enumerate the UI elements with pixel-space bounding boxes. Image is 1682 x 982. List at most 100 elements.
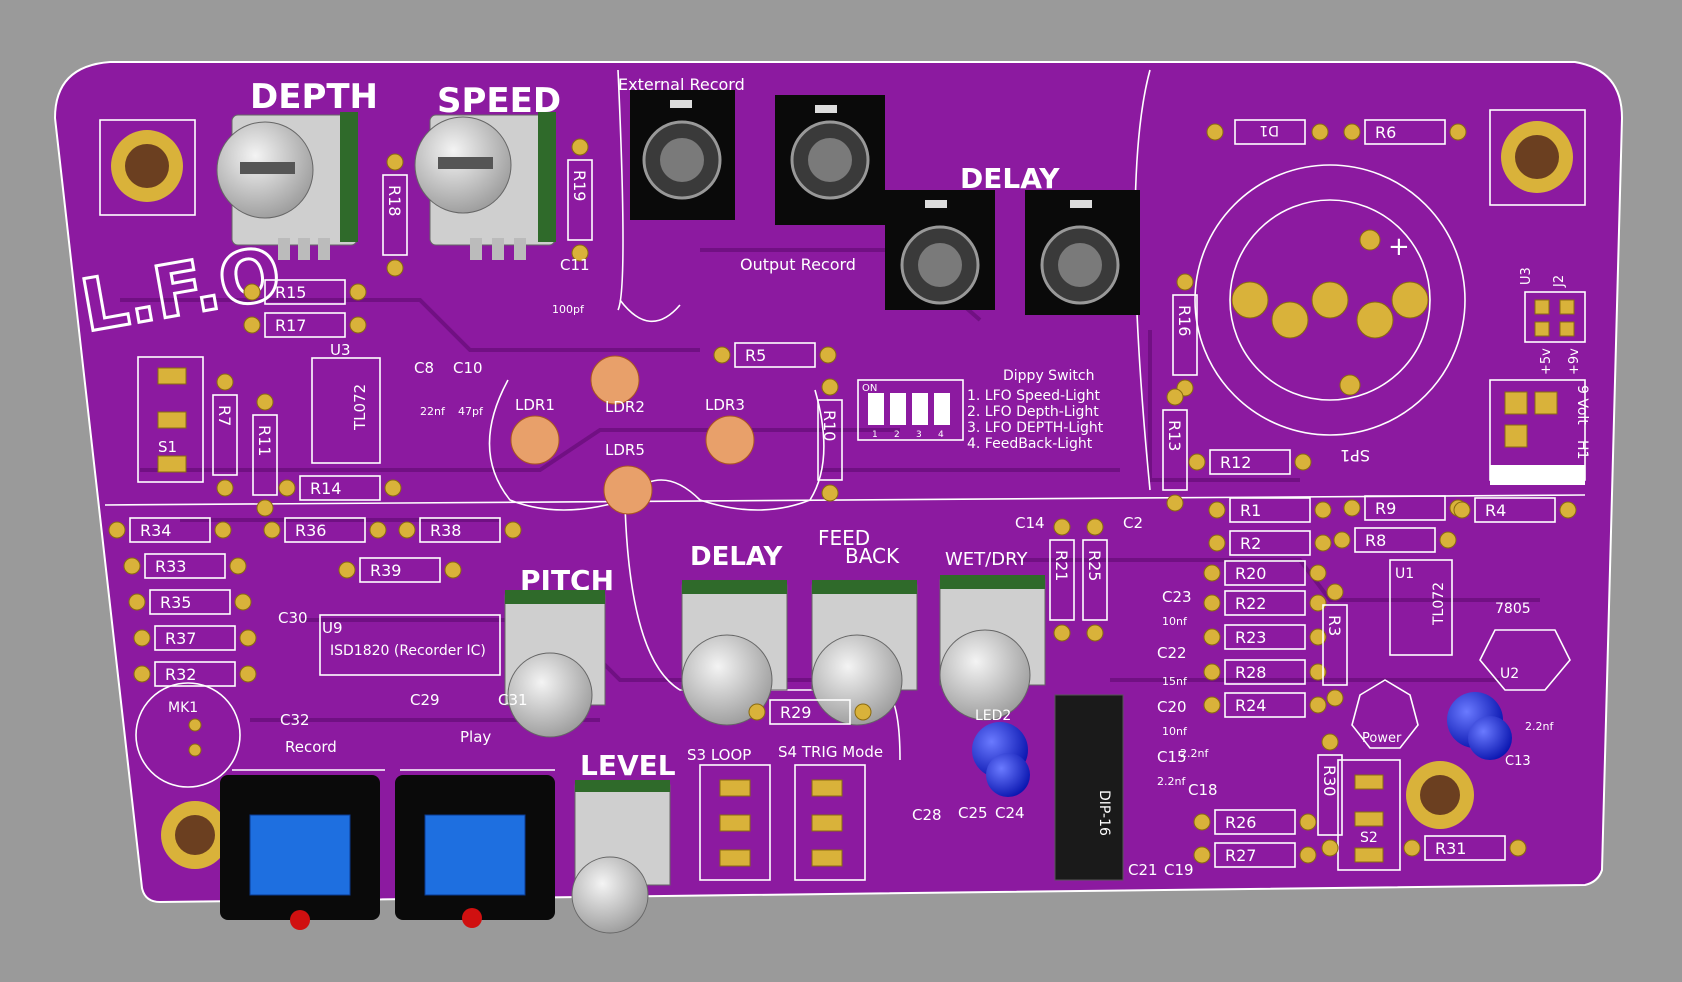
resistor-r19: R19 <box>567 138 593 262</box>
delay-jack-1[interactable] <box>885 190 995 310</box>
h1-label: H1 <box>1574 440 1590 459</box>
speaker-footprint: + SP1 <box>1194 164 1466 465</box>
switch-s3-loop[interactable] <box>699 764 771 881</box>
d1-label: D1 <box>1259 122 1279 138</box>
record-label: Record <box>285 738 337 756</box>
resistor-r23: R23 <box>1203 624 1327 650</box>
mounting-hole-tr <box>1489 109 1586 206</box>
pcb-board <box>53 61 1624 904</box>
feedback-potentiometer[interactable] <box>811 580 918 726</box>
feedback-title-2: BACK <box>845 544 900 568</box>
resistor-label: R16 <box>1175 305 1194 336</box>
wet-dry-potentiometer[interactable] <box>939 575 1046 721</box>
output-record-jack[interactable] <box>775 95 885 225</box>
s4-label: S4 TRIG Mode <box>778 743 883 761</box>
resistor-label: R21 <box>1052 550 1071 581</box>
s1-label: S1 <box>158 438 177 456</box>
power-connector-h1: 9 Volt H1 <box>1489 379 1590 485</box>
resistor-label: R38 <box>430 521 461 540</box>
resistor-r25: R25 <box>1082 518 1108 642</box>
resistor-label: R17 <box>275 316 306 335</box>
resistor-r35: R35 <box>128 589 252 615</box>
record-button[interactable] <box>220 775 380 930</box>
capacitor-label-c28: C28 <box>912 806 942 824</box>
7805-label: 7805 <box>1495 601 1531 617</box>
play-button[interactable] <box>395 775 555 928</box>
capacitor-label-c2: C2 <box>1123 514 1143 532</box>
resistor-r15: R15 <box>243 279 367 305</box>
power-label: Power <box>1362 731 1402 746</box>
play-label: Play <box>460 728 491 746</box>
switch-s1[interactable]: S1 <box>137 356 204 483</box>
resistor-r34: R34 <box>108 517 232 543</box>
resistor-label: R14 <box>310 479 341 498</box>
dip-num-3: 3 <box>916 430 922 440</box>
led2-label: LED2 <box>975 708 1011 724</box>
resistor-r1: R1 <box>1208 497 1332 523</box>
resistor-label: R28 <box>1235 663 1266 682</box>
resistor-label: R7 <box>215 405 234 426</box>
capacitor-label-c32: C32 <box>280 711 310 729</box>
level-potentiometer[interactable] <box>571 780 671 934</box>
speed-potentiometer[interactable] <box>414 112 556 260</box>
resistor-r13: R13 <box>1162 388 1188 512</box>
resistor-label: R3 <box>1325 615 1344 636</box>
plus5-label: +5v <box>1539 348 1554 375</box>
resistor-r8: R8 <box>1333 527 1457 553</box>
capacitor-label-c15: C15 <box>1157 748 1187 766</box>
resistor-label: R6 <box>1375 123 1396 142</box>
resistor-label: R39 <box>370 561 401 580</box>
ldr-cluster: LDR1 LDR2 LDR3 LDR5 <box>510 355 755 515</box>
depth-title: DEPTH <box>250 77 378 117</box>
resistor-r33: R33 <box>123 553 247 579</box>
ldr2-label: LDR2 <box>605 398 645 416</box>
ic-u9-isd1820: U9 ISD1820 (Recorder IC) <box>319 614 501 676</box>
resistor-r4: R4 <box>1453 497 1577 523</box>
capacitor-label-c24: C24 <box>995 804 1025 822</box>
resistor-r39: R39 <box>338 557 462 583</box>
dip-switch[interactable]: ON 1 2 3 4 <box>857 379 964 441</box>
depth-potentiometer[interactable] <box>216 112 358 260</box>
external-record-jack[interactable] <box>630 90 735 220</box>
resistor-r38: R38 <box>398 517 522 543</box>
mk1-label: MK1 <box>168 700 198 716</box>
resistor-r3: R3 <box>1322 583 1348 707</box>
capacitor-label-c11: C11 <box>560 256 590 274</box>
resistor-label: R23 <box>1235 628 1266 647</box>
switch-s2[interactable]: S2 <box>1337 759 1401 871</box>
resistor-label: R12 <box>1220 453 1251 472</box>
dip-line-2: 2. LFO Depth-Light <box>967 404 1099 420</box>
resistor-label: R9 <box>1375 499 1396 518</box>
resistor-label: R19 <box>570 170 589 201</box>
ic-u1-tl072: U1 TL072 <box>1389 559 1453 656</box>
nine-volt-label: 9 Volt <box>1574 385 1590 425</box>
resistor-r29: R29 <box>748 699 872 725</box>
delay-jack-2[interactable] <box>1025 190 1140 315</box>
output-record-label: Output Record <box>740 255 856 274</box>
resistor-r18: R18 <box>382 153 408 277</box>
capacitor-label-c25: C25 <box>958 804 988 822</box>
delay-potentiometer[interactable] <box>681 580 788 726</box>
capacitor-label-c15val: 2.2nf <box>1157 775 1186 788</box>
j2-label: J2 <box>1552 275 1567 288</box>
capacitor-label-c18: C18 <box>1188 781 1218 799</box>
resistor-r26: R26 <box>1193 809 1317 835</box>
capacitor-label-c19: C19 <box>1164 861 1194 879</box>
tl072-a-label: TL072 <box>351 384 369 431</box>
pitch-potentiometer[interactable] <box>504 590 606 738</box>
resistor-r12: R12 <box>1188 449 1312 475</box>
external-record-label: External Record <box>618 75 745 94</box>
plus9-label: +9v <box>1567 348 1582 375</box>
dip-num-2: 2 <box>894 430 900 440</box>
capacitor-label-c20: C20 <box>1157 698 1187 716</box>
u1-label: U1 <box>1395 566 1414 582</box>
resistor-label: R32 <box>165 665 196 684</box>
resistor-label: R15 <box>275 283 306 302</box>
mounting-hole-bl <box>161 801 229 869</box>
switch-s4-trig-mode[interactable] <box>794 764 866 881</box>
capacitor-label-c10_val: 47pf <box>458 405 484 418</box>
resistor-label: R31 <box>1435 839 1466 858</box>
mounting-hole-tl <box>99 119 196 216</box>
capacitor-label-c10: C10 <box>453 359 483 377</box>
